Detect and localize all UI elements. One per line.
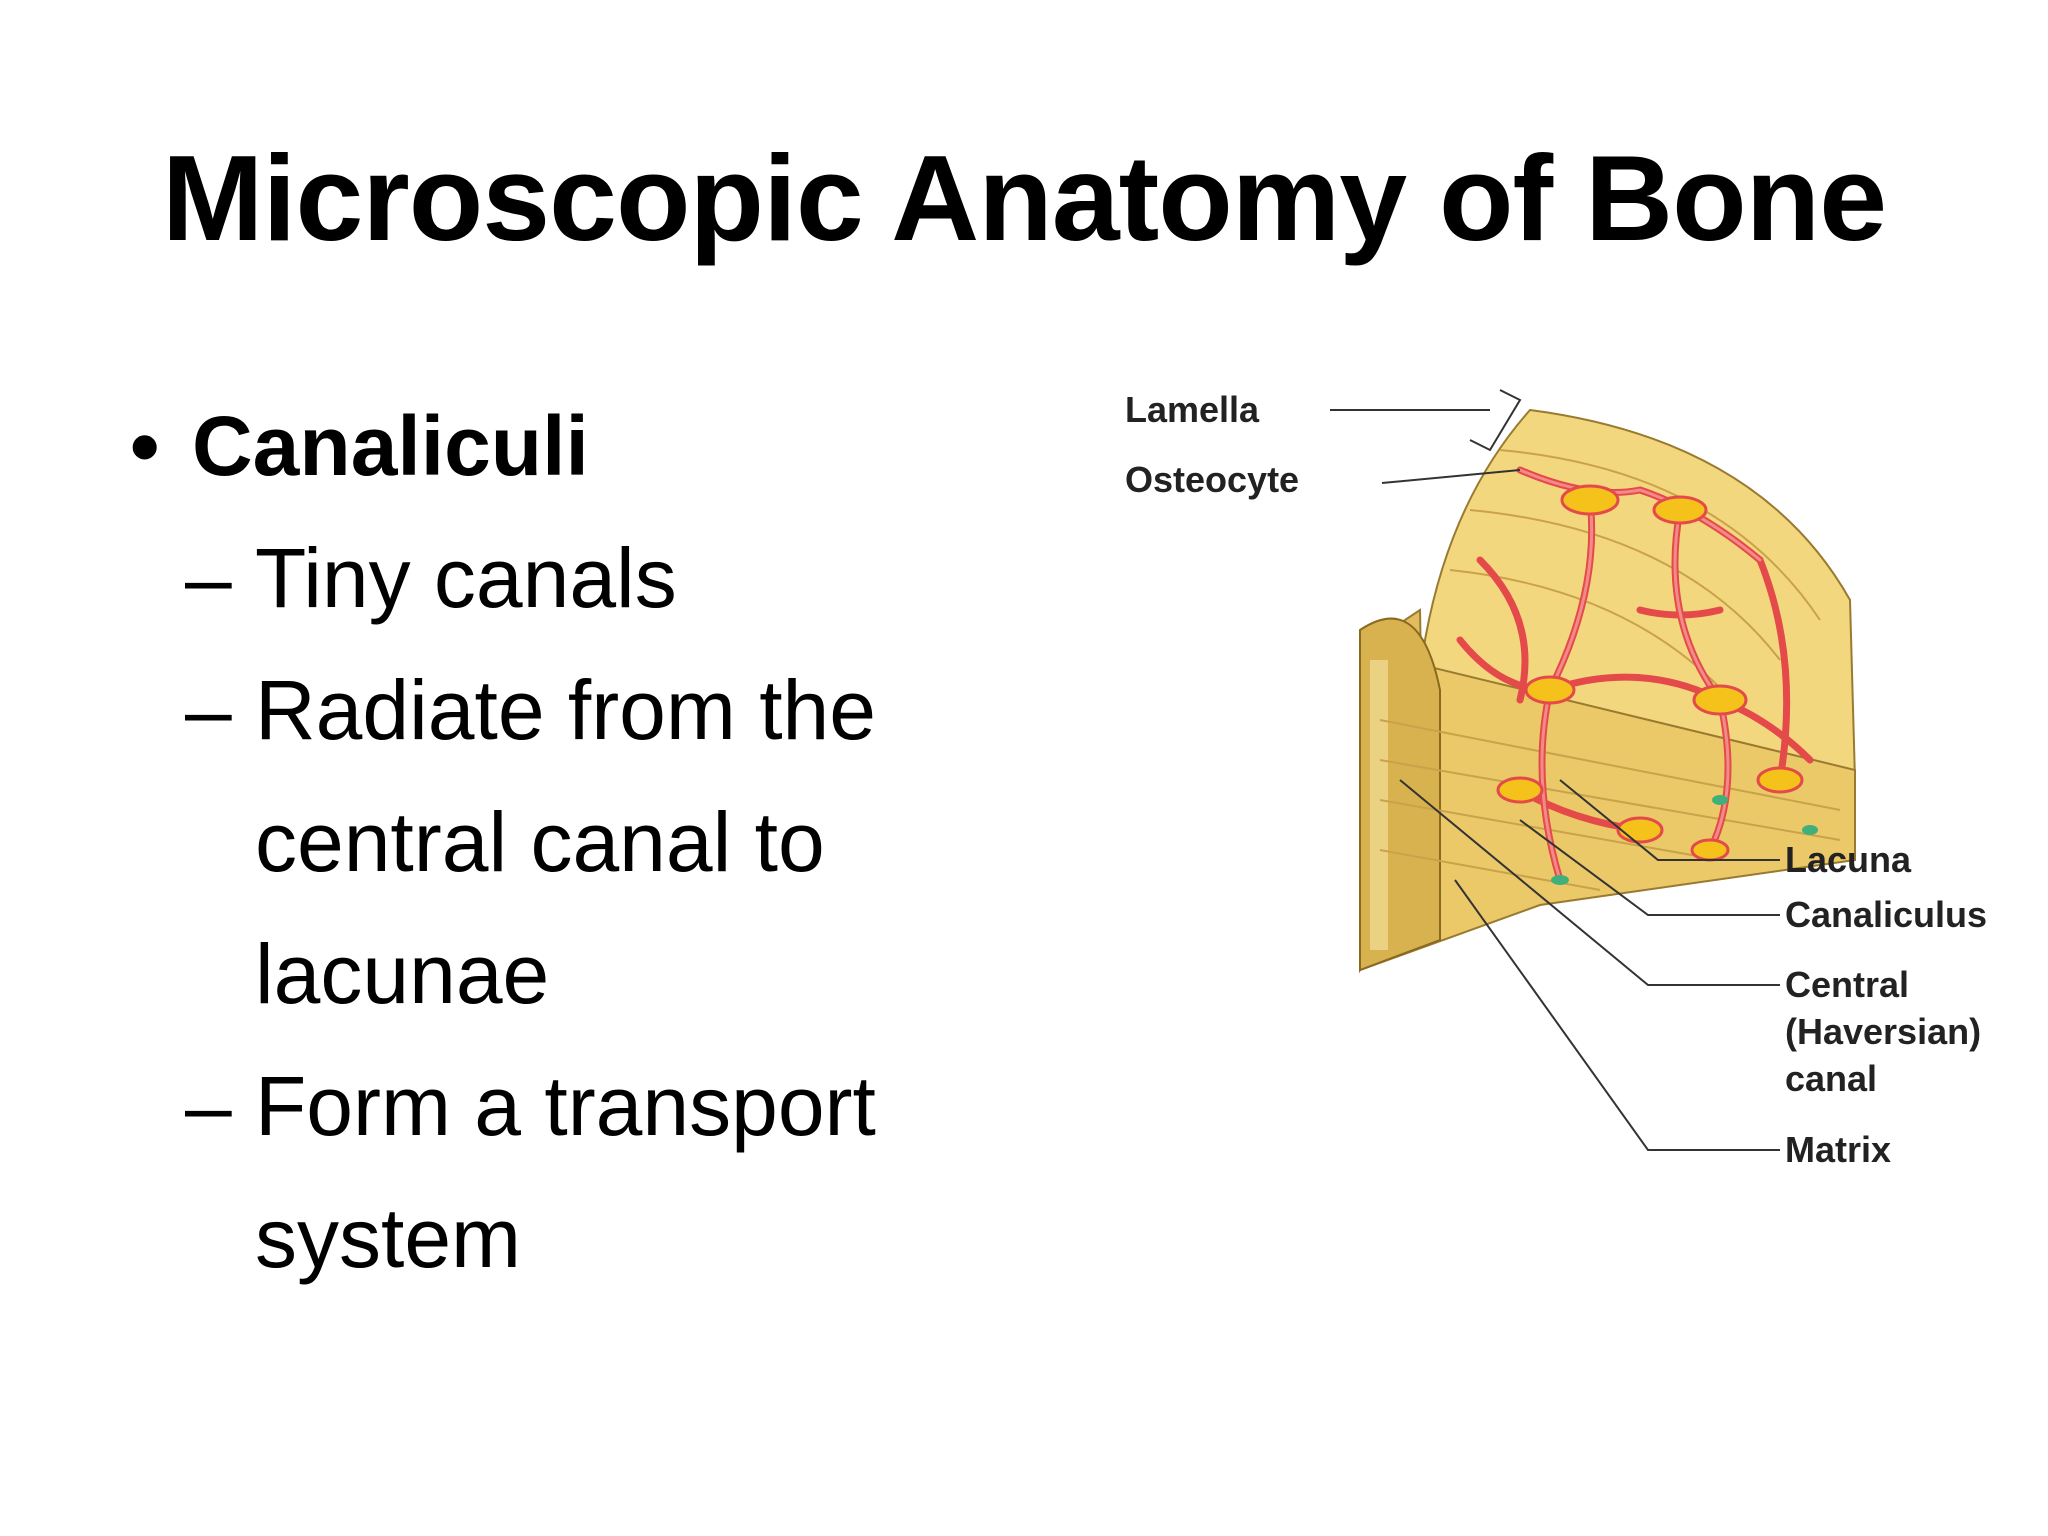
sub-item: – Radiate from the central canal to lacu… <box>130 644 1050 1040</box>
label-central-line3: canal <box>1785 1058 1877 1099</box>
lacuna-spot <box>1712 795 1728 805</box>
sub-dash: – <box>185 663 232 757</box>
osteocyte-cell <box>1692 684 1748 716</box>
label-osteocyte: Osteocyte <box>1125 459 1299 500</box>
bullet-main-text: Canaliculi <box>192 399 589 493</box>
bullet-list: • Canaliculi – Tiny canals – Radiate fro… <box>130 380 1050 1304</box>
sub-dash: – <box>185 1059 232 1153</box>
label-central-line2: (Haversian) <box>1785 1011 1981 1052</box>
osteon-diagram: Lamella Osteocyte Lacuna Canaliculus Cen… <box>1125 389 1987 1170</box>
central-canal-highlight <box>1370 660 1388 950</box>
sub-item-text: Radiate from the central canal to lacuna… <box>255 663 876 1021</box>
osteocyte-cell <box>1524 675 1576 705</box>
label-canaliculus: Canaliculus <box>1785 894 1987 935</box>
sub-dash: – <box>185 531 232 625</box>
lamella-bracket <box>1469 389 1522 452</box>
lamella-ring <box>1379 719 1841 811</box>
bullet-main: • Canaliculi <box>130 380 1050 512</box>
sub-item: – Form a transport system <box>130 1040 1050 1304</box>
label-lacuna: Lacuna <box>1785 839 1912 880</box>
sub-item-text: Form a transport system <box>255 1059 876 1285</box>
lamella-ring <box>1379 759 1841 841</box>
label-matrix: Matrix <box>1785 1129 1891 1170</box>
lamella-ring <box>1469 509 1781 661</box>
osteocyte-cell <box>1616 816 1664 844</box>
osteocyte-cell <box>1496 776 1544 804</box>
sub-item-text: Tiny canals <box>255 531 677 625</box>
leader-lines <box>1330 409 1780 1151</box>
lacuna-spot <box>1551 875 1569 885</box>
label-central-line1: Central <box>1785 964 1909 1005</box>
sub-item: – Tiny canals <box>130 512 1050 644</box>
label-lamella: Lamella <box>1125 389 1260 430</box>
osteocyte-cell <box>1560 484 1620 516</box>
osteocyte-cell <box>1652 495 1708 525</box>
osteocyte-cell <box>1756 766 1804 794</box>
slide-title: Microscopic Anatomy of Bone <box>161 130 1887 266</box>
lacuna-spot <box>1802 825 1818 835</box>
osteocyte-cell <box>1690 838 1730 862</box>
bullet-dot: • <box>130 399 160 493</box>
